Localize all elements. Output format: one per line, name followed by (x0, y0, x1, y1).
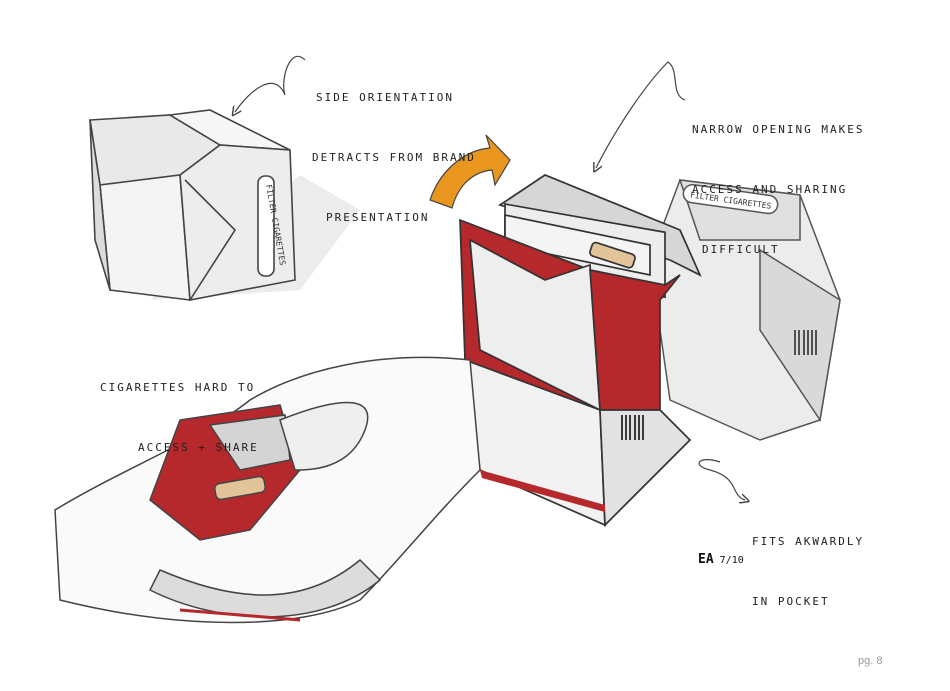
note-line: ACCESS AND SHARING (692, 183, 848, 196)
note-line: SIDE ORIENTATION (316, 91, 454, 104)
signature-initials: EA (698, 552, 714, 567)
note-line: NARROW OPENING MAKES (692, 123, 865, 136)
note-line: DIFFICULT (702, 243, 780, 256)
annotation-arrow-1 (235, 56, 306, 112)
note-line: FITS AKWARDLY (752, 535, 865, 548)
grey-pack-sketch: FILTER CIGARETTES (649, 179, 841, 441)
hand-holding-pack-sketch (54, 356, 481, 624)
annotation-arrow-2 (596, 61, 686, 168)
note-hard-to-access: CIGARETTES HARD TO ACCESS + SHARE (100, 338, 259, 478)
red-pack-sketch (459, 174, 702, 527)
note-line: DETRACTS FROM BRAND (312, 151, 476, 164)
annotation-arrow-3 (698, 458, 745, 500)
note-line: IN POCKET (752, 595, 830, 608)
rating: 7/10 (719, 555, 744, 566)
note-narrow-opening: NARROW OPENING MAKES ACCESS AND SHARING … (692, 80, 864, 280)
page-number: pg. 8 (858, 655, 883, 667)
orange-arrow-icon (429, 134, 511, 209)
signature: EA 7/10 (698, 552, 744, 567)
note-line: ACCESS + SHARE (138, 441, 259, 454)
note-line: CIGARETTES HARD TO (100, 381, 256, 394)
note-side-orientation: SIDE ORIENTATION DETRACTS FROM BRAND PRE… (312, 48, 476, 248)
sideways-pack-sketch: FILTER CIGARETTES (89, 109, 296, 301)
note-line: PRESENTATION (326, 211, 430, 224)
note-fits-awkwardly: FITS AKWARDLY IN POCKET (752, 492, 864, 632)
